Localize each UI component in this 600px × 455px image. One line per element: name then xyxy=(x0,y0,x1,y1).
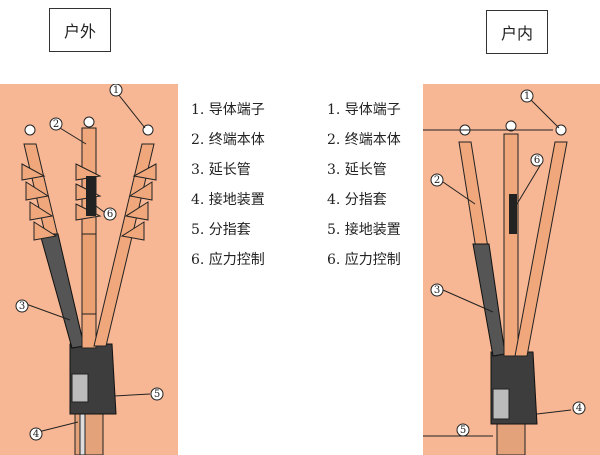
indoor-legend: 1. 导体端子 2. 终端本体 3. 延长管 4. 分指套 5. 接地装置 6.… xyxy=(327,100,401,280)
indoor-callout-label-6: 6 xyxy=(534,155,540,166)
outdoor-callout-5 xyxy=(150,387,164,401)
outdoor-callout-label-1: 1 xyxy=(113,85,119,96)
outdoor-callout-label-3: 3 xyxy=(19,301,25,312)
outdoor-stress-control xyxy=(86,176,96,216)
outdoor-callout-6 xyxy=(103,207,117,221)
indoor-leaders xyxy=(423,99,572,437)
indoor-callout-label-1: 1 xyxy=(524,91,530,102)
indoor-callout-2 xyxy=(430,173,444,187)
indoor-middle-phase xyxy=(503,133,519,357)
outdoor-title-text: 户外 xyxy=(63,22,96,41)
indoor-legend-item: 1. 导体端子 xyxy=(327,102,401,118)
outdoor-callout-label-6: 6 xyxy=(107,209,113,220)
indoor-callout-5 xyxy=(456,423,470,437)
indoor-left-extension-tube xyxy=(472,243,506,357)
outdoor-middle-body xyxy=(81,233,97,315)
outdoor-callout-label-2: 2 xyxy=(53,119,59,130)
outdoor-title: 户外 xyxy=(49,8,111,52)
outdoor-diagram-svg: 1 2 3 4 5 6 xyxy=(15,84,164,455)
outdoor-termination-diagram: 1 2 3 4 5 6 xyxy=(0,84,178,455)
outdoor-callout-2 xyxy=(49,117,63,131)
indoor-lug-middle xyxy=(505,120,517,132)
indoor-callout-label-3: 3 xyxy=(434,285,440,296)
indoor-callout-6 xyxy=(530,153,544,167)
outdoor-legend-item: 1. 导体端子 xyxy=(191,102,265,118)
indoor-legend-item: 4. 分指套 xyxy=(327,192,387,208)
indoor-title: 户内 xyxy=(486,10,548,54)
outdoor-callout-label-4: 4 xyxy=(33,429,39,440)
outdoor-lug-right xyxy=(142,124,154,136)
outdoor-callout-label-5: 5 xyxy=(154,389,160,400)
indoor-right-phase xyxy=(514,141,568,357)
outdoor-legend: 1. 导体端子 2. 终端本体 3. 延长管 4. 接地装置 5. 分指套 6.… xyxy=(191,100,265,280)
indoor-stress-control xyxy=(509,194,517,234)
indoor-ground-clamp xyxy=(492,388,510,420)
outdoor-left-extension-tube xyxy=(39,233,85,349)
indoor-callout-label-5: 5 xyxy=(460,425,466,436)
outdoor-legend-item: 2. 终端本体 xyxy=(191,132,265,148)
indoor-callout-label-4: 4 xyxy=(576,403,582,414)
indoor-callout-4 xyxy=(572,401,586,415)
outdoor-legend-item: 4. 接地装置 xyxy=(191,192,265,208)
indoor-diagram-svg: 1 2 3 4 5 6 xyxy=(423,89,586,455)
outdoor-ground-clamp xyxy=(71,373,89,403)
indoor-title-text: 户内 xyxy=(500,24,533,43)
outdoor-callout-circles xyxy=(15,84,164,441)
outdoor-lug-left xyxy=(24,124,36,136)
outdoor-callout-4 xyxy=(29,427,43,441)
indoor-termination-diagram: 1 2 3 4 5 6 xyxy=(423,84,600,455)
indoor-legend-item: 5. 接地装置 xyxy=(327,222,401,238)
outdoor-lug-middle xyxy=(83,116,95,128)
indoor-legend-item: 3. 延长管 xyxy=(327,162,387,178)
indoor-callout-3 xyxy=(430,283,444,297)
indoor-callout-circles xyxy=(430,89,586,437)
outdoor-callout-1 xyxy=(109,84,123,97)
indoor-callout-1 xyxy=(520,89,534,103)
outdoor-legend-item: 5. 分指套 xyxy=(191,222,251,238)
outdoor-legend-item: 6. 应力控制 xyxy=(191,252,265,268)
outdoor-legend-item: 3. 延长管 xyxy=(191,162,251,178)
indoor-callout-label-2: 2 xyxy=(434,175,440,186)
indoor-legend-item: 6. 应力控制 xyxy=(327,252,401,268)
outdoor-callout-3 xyxy=(15,299,29,313)
indoor-legend-item: 2. 终端本体 xyxy=(327,132,401,148)
outdoor-leaders xyxy=(25,93,151,433)
